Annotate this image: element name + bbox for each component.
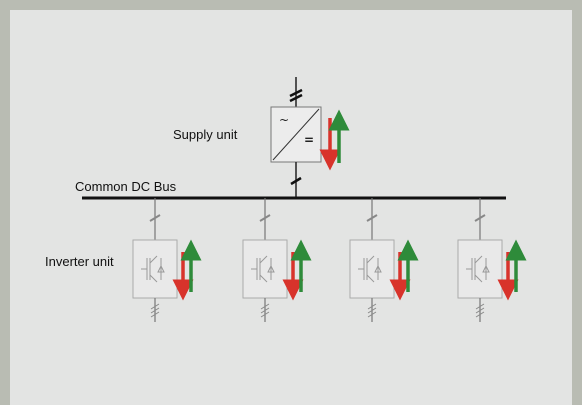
dc-symbol: =: [304, 133, 315, 147]
supply-input-tick: [289, 88, 303, 103]
igbt-symbol: [251, 255, 275, 283]
supply-unit-label: Supply unit: [173, 127, 238, 142]
inverter-dc-tick: [149, 214, 161, 222]
inverter-unit-3: [349, 198, 419, 322]
inverter-dc-tick: [259, 214, 271, 222]
inverter-box: [242, 239, 288, 299]
supply-unit: [270, 77, 350, 198]
inverter-ac-ticks: [475, 303, 485, 318]
inverter-box: [349, 239, 395, 299]
igbt-symbol: [141, 255, 165, 283]
inverter-ac-ticks: [367, 303, 377, 318]
inverter-unit-label: Inverter unit: [45, 254, 114, 269]
converter-diagonal: [272, 108, 320, 161]
inverter-box: [132, 239, 178, 299]
inverter-dc-tick: [474, 214, 486, 222]
ac-symbol: ~: [279, 113, 290, 127]
diagram-frame: [10, 10, 572, 405]
igbt-symbol: [466, 255, 490, 283]
inverter-unit-4: [457, 198, 527, 322]
igbt-symbol: [358, 255, 382, 283]
common-dc-bus-label: Common DC Bus: [75, 179, 177, 194]
inverter-units: [132, 198, 527, 322]
supply-output-tick: [290, 176, 302, 186]
inverter-unit-1: [132, 198, 202, 322]
inverter-ac-ticks: [150, 303, 160, 318]
inverter-ac-ticks: [260, 303, 270, 318]
inverter-box: [457, 239, 503, 299]
inverter-unit-2: [242, 198, 312, 322]
inverter-dc-tick: [366, 214, 378, 222]
